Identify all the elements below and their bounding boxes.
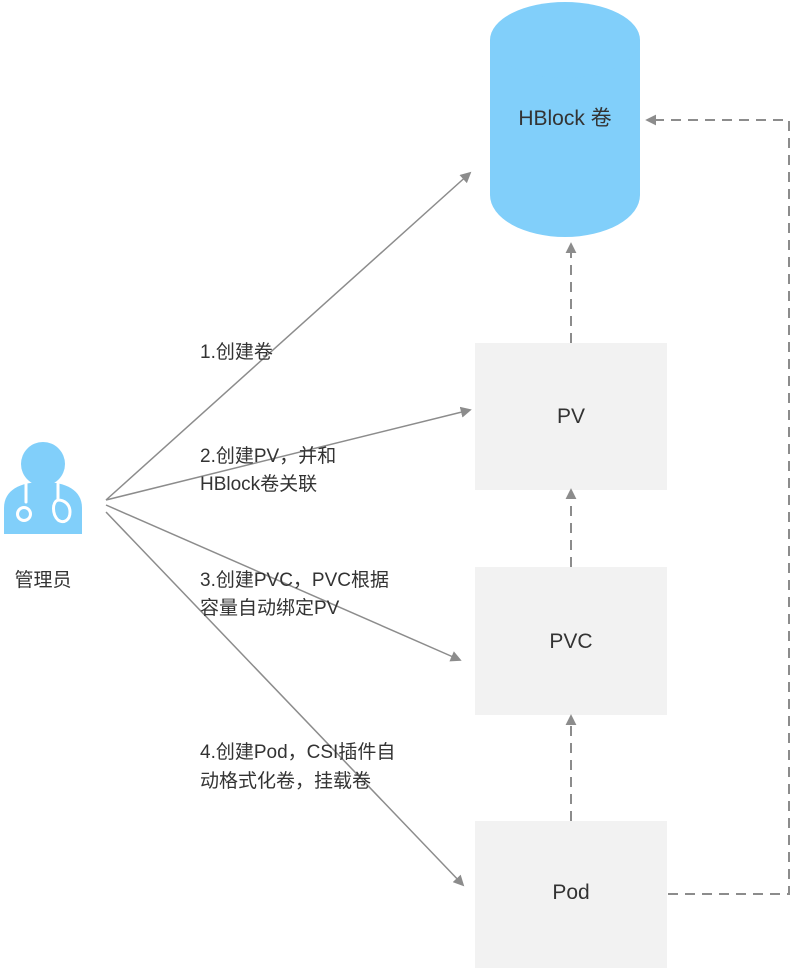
arrow-admin-to-pod <box>105 511 465 887</box>
pv-node: PV <box>475 343 667 490</box>
step-2-line-2: HBlock卷关联 <box>200 473 317 495</box>
step-1-line-1: 1.创建卷 <box>200 341 273 363</box>
step-3-line-2: 容量自动绑定PV <box>200 597 340 619</box>
cylinder-body <box>490 40 640 237</box>
step-3-line-1: 3.创建PVC，PVC根据 <box>200 569 389 591</box>
pv-label: PV <box>557 405 585 428</box>
step-2-line-1: 2.创建PV，并和 <box>200 445 336 467</box>
arrow-admin-to-volume <box>105 171 472 501</box>
arrow-admin-to-pv <box>105 406 472 501</box>
step-4-line-1: 4.创建Pod，CSI插件自 <box>200 741 395 763</box>
pv-box <box>475 343 667 490</box>
arrow-admin-to-pvc <box>105 504 462 662</box>
step-4-line-2: 动格式化卷，挂载卷 <box>200 770 371 792</box>
pvc-box <box>475 567 667 715</box>
step-3-label: 3.创建PVC，PVC根据 容量自动绑定PV <box>200 569 394 619</box>
cylinder-top <box>490 2 640 78</box>
admin-doctor-icon <box>4 442 82 534</box>
step-1-label: 1.创建卷 <box>200 341 273 363</box>
hblock-volume-node: HBlock 卷 <box>490 2 640 237</box>
step-2-label: 2.创建PV，并和 HBlock卷关联 <box>200 445 341 495</box>
arrow-pod-to-volume <box>645 114 790 895</box>
pod-box <box>475 821 667 968</box>
hblock-volume-label: HBlock 卷 <box>518 107 611 130</box>
admin-label: 管理员 <box>14 569 71 591</box>
pvc-node: PVC <box>475 567 667 715</box>
pod-label: Pod <box>552 881 589 904</box>
pod-node: Pod <box>475 821 667 968</box>
pvc-label: PVC <box>549 630 592 653</box>
step-4-label: 4.创建Pod，CSI插件自 动格式化卷，挂载卷 <box>200 741 401 792</box>
